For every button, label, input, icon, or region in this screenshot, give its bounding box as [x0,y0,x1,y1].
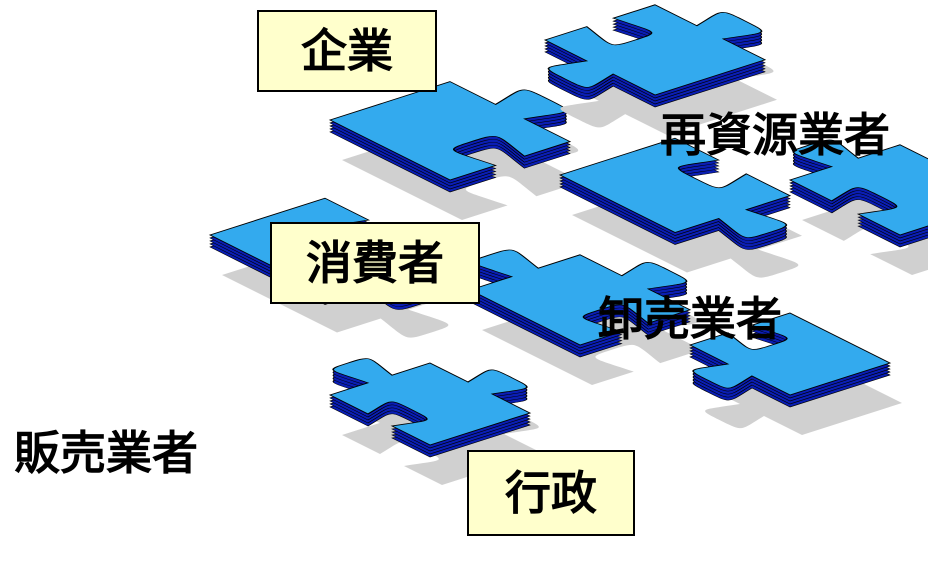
piece-center [558,137,802,278]
piece-lower-right [688,312,902,435]
label-consumer: 消費者 [270,222,480,304]
piece-middle [468,249,702,385]
piece-top-left-top [328,81,572,181]
label-retailer: 販売業者 [14,426,198,480]
piece-middle-top [468,249,692,346]
piece-top-right-top [543,4,767,96]
piece-top-left [328,81,582,220]
piece-lower-right-top [688,312,892,396]
piece-right-top [788,139,928,236]
piece-center-top [558,137,792,238]
piece-bottom-left [328,358,542,485]
piece-bottom-left-top [328,358,532,446]
label-recycler: 再資源業者 [660,108,890,162]
piece-top-right [543,4,777,135]
label-government: 行政 [467,450,635,536]
piece-right [788,139,928,275]
label-wholesaler: 卸売業者 [598,292,782,346]
label-company: 企業 [257,10,437,92]
